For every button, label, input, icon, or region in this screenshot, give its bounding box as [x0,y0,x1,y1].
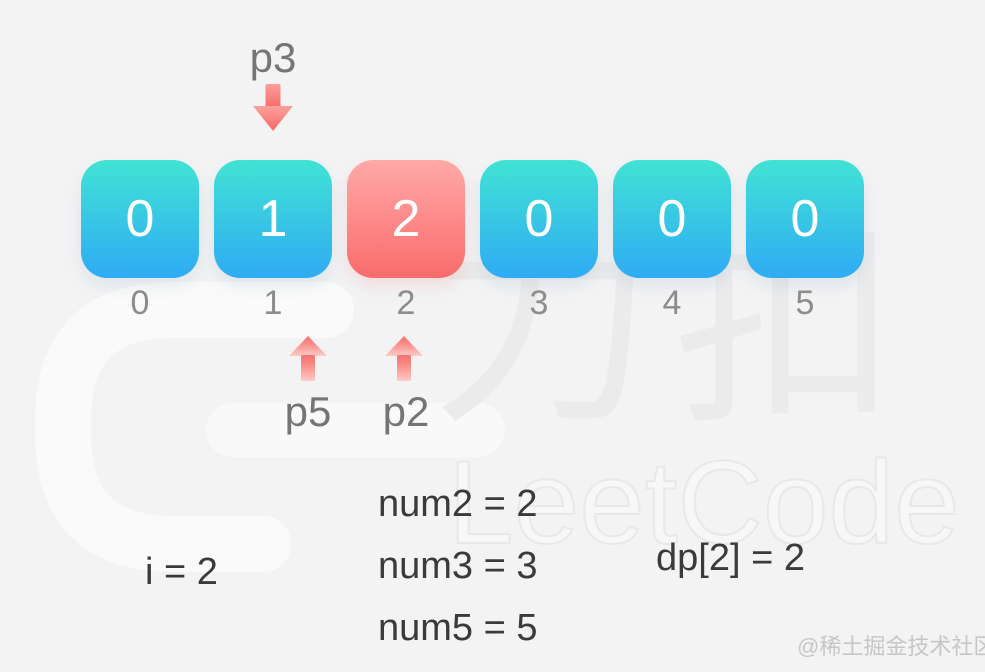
cell-index-3: 3 [529,284,549,322]
cell-index-0: 0 [130,284,150,322]
cell-index-1: 1 [263,284,283,322]
cell-value: 1 [258,190,288,248]
cell-value: 0 [125,190,155,248]
i-annotation: i = 2 [145,551,218,593]
cell-value: 0 [524,190,554,248]
cell-index-4: 4 [662,284,682,322]
num2-annotation: num2 = 2 [378,483,538,525]
cell-value: 0 [790,190,820,248]
arrow-up-icon [385,336,423,381]
array-cell-0: 0 [81,160,199,278]
array-cell-4: 0 [613,160,731,278]
array-cell-2-highlighted: 2 [347,160,465,278]
array-cell-3: 0 [480,160,598,278]
leetcode-logo-watermark [35,282,505,572]
num5-annotation: num5 = 5 [378,607,538,649]
pointer-p5-label: p5 [284,388,332,435]
dp-annotation: dp[2] = 2 [656,537,805,579]
cell-index-5: 5 [795,284,815,322]
pointer-p2-label: p2 [382,388,430,435]
leetcode-en-watermark: LeetCode [447,437,961,569]
pointer-p3-label: p3 [249,34,297,81]
num3-annotation: num3 = 3 [378,545,538,587]
arrow-up-icon [289,336,327,381]
cell-index-2: 2 [396,284,416,322]
cell-value: 2 [391,190,421,248]
arrow-down-icon [253,84,293,131]
credit-watermark: @稀土掘金技术社区 [797,634,985,659]
array-cell-1: 1 [214,160,332,278]
array-cell-5: 0 [746,160,864,278]
cell-value: 0 [657,190,687,248]
